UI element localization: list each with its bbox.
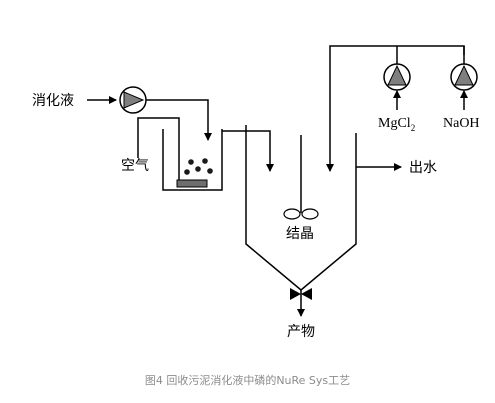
- product-label: 产物: [287, 324, 315, 340]
- air-diffuser-icon: [176, 179, 208, 188]
- discharge-valve-icon: [290, 288, 312, 300]
- effluent-label: 出水: [409, 160, 437, 176]
- naoh-label: NaOH: [443, 116, 480, 131]
- mgcl2-label: MgCl2: [378, 116, 415, 133]
- crystallization-label: 结晶: [286, 226, 314, 242]
- naoh-pump-icon: [450, 63, 478, 91]
- feed-line-to-aeration-tank: [146, 99, 212, 141]
- mgcl2-pump-icon: [383, 63, 411, 91]
- aeration-tank: [162, 129, 223, 191]
- figure-caption: 图4 回收污泥消化液中磷的NuRe Sys工艺: [144, 374, 351, 387]
- transfer-line-to-crystallizer: [222, 130, 274, 172]
- stirrer-icon: [283, 135, 319, 220]
- feed-pump-icon: [119, 86, 147, 114]
- air-bubbles-icon: [184, 158, 213, 175]
- digestion-liquid-label: 消化液: [32, 93, 74, 109]
- air-label: 空气: [121, 158, 149, 174]
- air-supply-pipe: [137, 117, 180, 180]
